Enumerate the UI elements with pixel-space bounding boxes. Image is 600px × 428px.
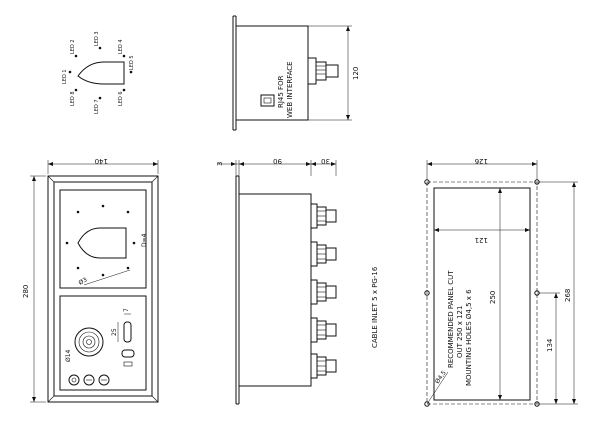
dim-hole-pitch: 134 [546, 338, 554, 352]
front-frame-outer [47, 175, 159, 403]
cable-gland-2 [310, 241, 337, 267]
dim-speaker-dia: Ø14 [65, 349, 72, 362]
dim-depth: 90 [273, 157, 282, 165]
cable-inlet-label: CABLE INLET 5 x PG-16 [371, 266, 379, 348]
call-button [68, 374, 80, 386]
display-panel [59, 189, 147, 289]
led-4-label: LED 4 [118, 39, 124, 54]
cable-gland-3 [310, 279, 337, 305]
panel-cut-line1: RECOMMENDED PANEL CUT [447, 270, 455, 368]
cable-gland-5 [310, 353, 337, 379]
display-window-outline [77, 61, 125, 85]
front-view: 140 280 D=4 Ø3 Ø14 [22, 157, 159, 403]
dim-front-height: 280 [22, 285, 30, 298]
dim-led-spacing: D=4 [141, 233, 148, 247]
speaker-grille [74, 327, 104, 357]
dim-gland-depth: 30 [321, 157, 330, 165]
dim-mount-hole: Ø4,5 [434, 369, 448, 385]
led-7-label: LED 7 [94, 99, 100, 114]
dim-cutout-width: 121 [475, 236, 488, 244]
panel-cut-line2: OUT 250 x 121 [456, 306, 464, 358]
panel-cut-line3: MOUNTING HOLES Ø4,5 x 6 [465, 289, 473, 386]
housing-body [238, 193, 312, 387]
dim-side-height: 120 [352, 67, 360, 80]
led-8-label: LED 8 [70, 91, 76, 106]
indicator-slot [121, 349, 135, 358]
keypad-panel [59, 295, 147, 391]
cutout-rect [433, 187, 531, 401]
rj45-port [260, 94, 275, 107]
dim-key-height: 25 [111, 328, 118, 336]
dim-flange: 3 [216, 162, 224, 166]
led-5-label: LED 5 [129, 55, 135, 70]
side-view-glands: 3 90 30 [216, 157, 379, 405]
cable-gland-4 [310, 317, 337, 343]
led-1-label: LED 1 [62, 69, 68, 84]
front-frame-inner [53, 181, 153, 397]
led-6-label: LED 6 [118, 91, 124, 106]
cable-gland-side [307, 57, 339, 85]
led-2-label: LED 2 [70, 39, 76, 54]
dim-panel-height: 268 [564, 289, 572, 302]
side-view-rj45: RJ45 FOR WEB INTERFACE 120 [232, 15, 360, 131]
button-3 [98, 374, 110, 386]
dim-hole-dia: Ø3 [78, 276, 89, 286]
dim-key-offset: 7 [123, 308, 130, 312]
rj45-label-line2: WEB INTERFACE [286, 61, 294, 118]
dim-front-width: 140 [95, 157, 108, 165]
panel-cutout-view: 126 121 250 RECOMMENDED PANEL CUT OUT 25… [424, 157, 578, 407]
cable-gland-1 [310, 203, 337, 229]
cable-glands [310, 203, 337, 379]
led-3-label: LED 3 [94, 31, 100, 46]
led-layout-detail: LED 2 LED 3 LED 4 LED 5 LED 6 LED 7 LED … [62, 31, 135, 114]
button-2 [83, 374, 95, 386]
key-slot [123, 321, 132, 343]
rj45-label-line1: RJ45 FOR [277, 75, 285, 108]
display-window [77, 227, 127, 259]
panel-outline [426, 181, 538, 405]
dim-panel-width: 126 [474, 157, 488, 165]
dim-cutout-height: 250 [489, 291, 497, 304]
